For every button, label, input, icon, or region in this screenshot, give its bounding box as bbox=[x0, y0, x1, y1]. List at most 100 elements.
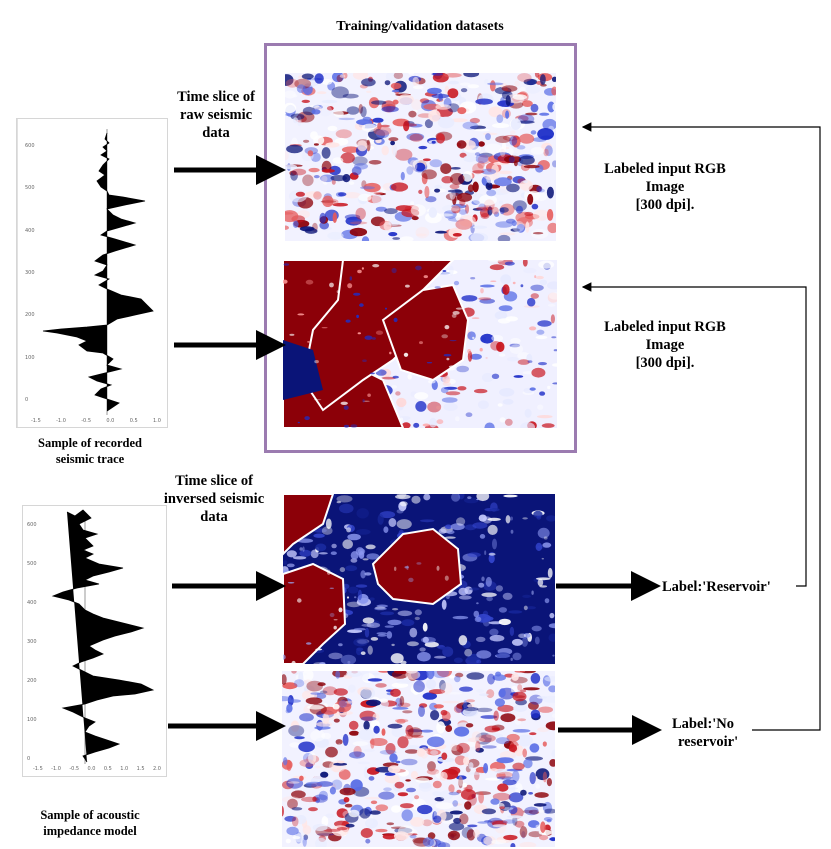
texture-blob bbox=[508, 805, 518, 815]
texture-blob bbox=[486, 733, 504, 739]
texture-blob bbox=[552, 382, 557, 385]
texture-blob bbox=[320, 771, 329, 778]
texture-blob bbox=[432, 791, 442, 797]
texture-blob bbox=[476, 650, 492, 659]
texture-blob bbox=[285, 90, 296, 99]
texture-blob bbox=[370, 637, 379, 641]
texture-blob bbox=[419, 341, 423, 345]
texture-blob bbox=[465, 699, 476, 703]
texture-blob bbox=[293, 679, 305, 688]
texture-blob bbox=[442, 375, 451, 384]
texture-blob bbox=[440, 709, 448, 716]
texture-blob bbox=[505, 110, 510, 119]
texture-blob bbox=[466, 829, 476, 841]
texture-blob bbox=[497, 170, 513, 175]
texture-blob bbox=[444, 325, 450, 330]
texture-blob bbox=[519, 841, 537, 847]
texture-blob bbox=[370, 372, 375, 375]
texture-blob bbox=[384, 208, 398, 215]
texture-blob bbox=[283, 757, 288, 766]
texture-blob bbox=[458, 775, 463, 787]
texture-blob bbox=[447, 88, 459, 99]
texture-blob bbox=[362, 558, 369, 561]
texture-blob bbox=[529, 743, 540, 753]
texture-blob bbox=[411, 99, 422, 110]
texture-blob bbox=[335, 739, 343, 745]
texture-blob bbox=[530, 130, 537, 135]
texture-blob bbox=[415, 265, 422, 271]
texture-blob bbox=[336, 501, 341, 504]
texture-blob bbox=[498, 618, 511, 626]
texture-blob bbox=[332, 202, 348, 207]
texture-blob bbox=[443, 403, 458, 411]
recorded-trace-caption: Sample of recorded seismic trace bbox=[38, 436, 142, 466]
texture-blob bbox=[520, 789, 527, 796]
texture-blob bbox=[529, 772, 536, 785]
texture-blob bbox=[421, 169, 437, 180]
texture-blob bbox=[535, 335, 548, 340]
texture-blob bbox=[477, 161, 485, 169]
texture-blob bbox=[531, 590, 534, 595]
texture-blob bbox=[516, 205, 523, 214]
texture-blob bbox=[428, 689, 446, 695]
texture-blob bbox=[490, 798, 500, 805]
texture-blob bbox=[436, 671, 452, 678]
texture-blob bbox=[452, 803, 463, 806]
texture-blob bbox=[499, 207, 509, 213]
texture-blob bbox=[506, 733, 520, 742]
texture-blob bbox=[444, 524, 452, 530]
texture-blob bbox=[299, 713, 314, 722]
texture-blob bbox=[362, 359, 367, 362]
texture-blob bbox=[457, 107, 467, 115]
texture-blob bbox=[392, 375, 399, 379]
texture-blob bbox=[369, 810, 381, 815]
texture-blob bbox=[480, 333, 495, 344]
texture-blob bbox=[345, 319, 351, 323]
texture-blob bbox=[339, 503, 354, 514]
texture-blob bbox=[501, 141, 507, 152]
figure-title: Training/validation datasets bbox=[336, 19, 504, 34]
texture-blob bbox=[448, 784, 455, 793]
texture-blob bbox=[425, 196, 437, 203]
texture-blob bbox=[282, 805, 284, 817]
texture-blob bbox=[302, 671, 314, 682]
texture-blob bbox=[400, 758, 418, 766]
texture-blob bbox=[392, 707, 409, 710]
texture-blob bbox=[527, 297, 536, 307]
texture-blob bbox=[286, 826, 299, 836]
texture-blob bbox=[436, 405, 442, 410]
texture-blob bbox=[411, 495, 421, 504]
texture-blob bbox=[536, 696, 547, 699]
texture-blob bbox=[537, 320, 552, 327]
texture-blob bbox=[504, 155, 522, 164]
texture-blob bbox=[352, 156, 368, 166]
texture-blob bbox=[353, 627, 366, 631]
texture-blob bbox=[517, 359, 530, 365]
texture-blob bbox=[302, 174, 314, 187]
texture-blob bbox=[528, 792, 533, 795]
texture-blob bbox=[490, 280, 497, 282]
texture-blob bbox=[447, 189, 462, 193]
texture-blob bbox=[301, 73, 314, 80]
texture-blob bbox=[361, 78, 376, 87]
texture-blob bbox=[381, 106, 399, 113]
texture-blob bbox=[430, 710, 440, 721]
texture-blob bbox=[432, 780, 442, 789]
texture-blob bbox=[485, 133, 491, 141]
texture-blob bbox=[484, 725, 501, 733]
texture-blob bbox=[375, 330, 384, 335]
texture-blob bbox=[373, 725, 380, 734]
texture-blob bbox=[350, 424, 358, 428]
texture-blob bbox=[509, 344, 524, 354]
texture-blob bbox=[356, 119, 373, 126]
texture-blob bbox=[512, 652, 522, 661]
feedback-line-no-reservoir bbox=[581, 122, 821, 731]
texture-blob bbox=[474, 616, 482, 623]
texture-blob bbox=[422, 622, 428, 632]
texture-blob bbox=[320, 200, 337, 203]
texture-blob bbox=[336, 827, 348, 831]
texture-blob bbox=[391, 727, 406, 738]
texture-blob bbox=[396, 679, 412, 685]
texture-blob bbox=[373, 125, 392, 136]
